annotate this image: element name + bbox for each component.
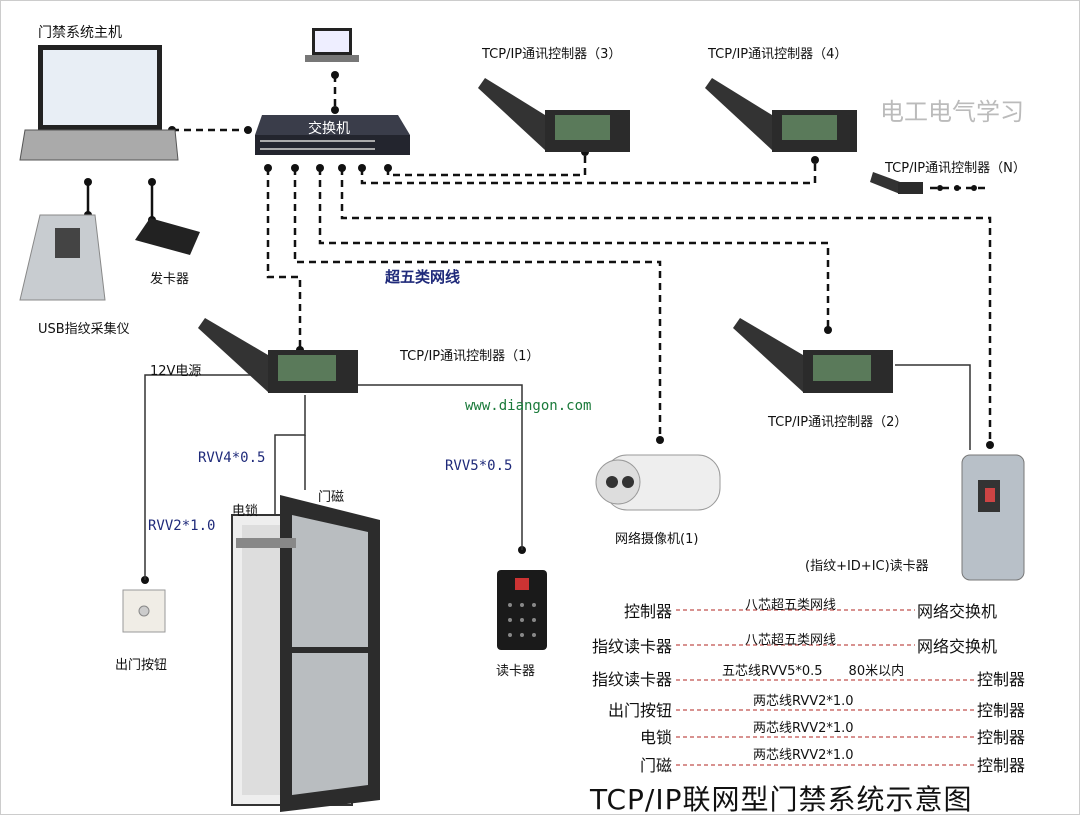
- host-laptop: [19, 45, 179, 161]
- reader-label: 读卡器: [496, 664, 536, 679]
- legend-cable: 两芯线RVV2*1.0: [753, 721, 854, 736]
- legend-from: 门磁: [639, 756, 672, 775]
- rvv-wires: [144, 364, 971, 580]
- controller-3: [478, 78, 630, 152]
- switch-label: 交换机: [308, 121, 350, 137]
- controller-4: [705, 78, 857, 152]
- legend-to: 控制器: [977, 701, 1026, 720]
- legend-cable: 两芯线RVV2*1.0: [753, 694, 854, 709]
- sensor-label: 门磁: [318, 490, 345, 505]
- exit-button-label: 出门按钮: [115, 658, 168, 673]
- connector-dots: [84, 71, 994, 584]
- legend-lines: [676, 609, 975, 766]
- card-issuer: [135, 218, 200, 255]
- legend-cable: 八芯超五类网线: [745, 598, 837, 613]
- rvv2-label: RVV2*1.0: [148, 518, 216, 534]
- legend-to: 网络交换机: [917, 602, 998, 621]
- legend-from: 控制器: [623, 602, 672, 621]
- ctrl3-label: TCP/IP通讯控制器（3）: [482, 47, 622, 62]
- legend-to: 控制器: [977, 728, 1026, 747]
- cable-label: 超五类网线: [385, 268, 461, 286]
- diagram-title: TCP/IP联网型门禁系统示意图: [590, 783, 973, 816]
- legend-from: 电锁: [639, 728, 672, 747]
- controller-2: [733, 318, 893, 393]
- card-reader: [497, 570, 547, 650]
- website-watermark: www.diangon.com: [465, 398, 592, 414]
- legend-to: 控制器: [977, 670, 1026, 689]
- rvv5-label: RVV5*0.5: [445, 458, 513, 474]
- card-issuer-label: 发卡器: [150, 272, 190, 287]
- usb-cables: [86, 182, 154, 220]
- legend-to: 网络交换机: [917, 637, 998, 656]
- ctrl1-label: TCP/IP通讯控制器（1）: [400, 349, 540, 364]
- network-camera: [595, 454, 721, 511]
- power-label: 12V电源: [150, 364, 202, 379]
- exit-button: [122, 589, 166, 633]
- camera-label: 网络摄像机(1): [615, 532, 699, 547]
- controller-n: [870, 172, 923, 194]
- rvv4-label: RVV4*0.5: [198, 450, 266, 466]
- ctrl4-label: TCP/IP通讯控制器（4）: [708, 47, 848, 62]
- legend-from: 出门按钮: [607, 701, 672, 720]
- legend-cable: 五芯线RVV5*0.5 80米以内: [722, 664, 905, 679]
- ctrln-label: TCP/IP通讯控制器（N）: [885, 161, 1026, 176]
- top-laptop: [305, 28, 359, 62]
- fp-reader-label: (指纹+ID+IC)读卡器: [805, 559, 929, 574]
- fingerprint-reader: [961, 454, 1025, 581]
- host-label: 门禁系统主机: [38, 25, 122, 41]
- usb-fingerprint-scanner: [19, 214, 106, 301]
- network-switch: [255, 115, 410, 155]
- controller-1: [198, 318, 358, 393]
- legend-cable: 两芯线RVV2*1.0: [753, 748, 854, 763]
- ctrl2-label: TCP/IP通讯控制器（2）: [768, 415, 908, 430]
- watermark: 电工电气学习: [880, 98, 1024, 126]
- legend-from: 指纹读卡器: [591, 670, 672, 689]
- usb-fp-label: USB指纹采集仪: [38, 322, 130, 337]
- legend-cable: 八芯超五类网线: [745, 633, 837, 648]
- legend-from: 指纹读卡器: [591, 637, 672, 656]
- legend-to: 控制器: [977, 756, 1026, 775]
- door: [231, 495, 380, 812]
- lock-label: 电锁: [232, 504, 259, 519]
